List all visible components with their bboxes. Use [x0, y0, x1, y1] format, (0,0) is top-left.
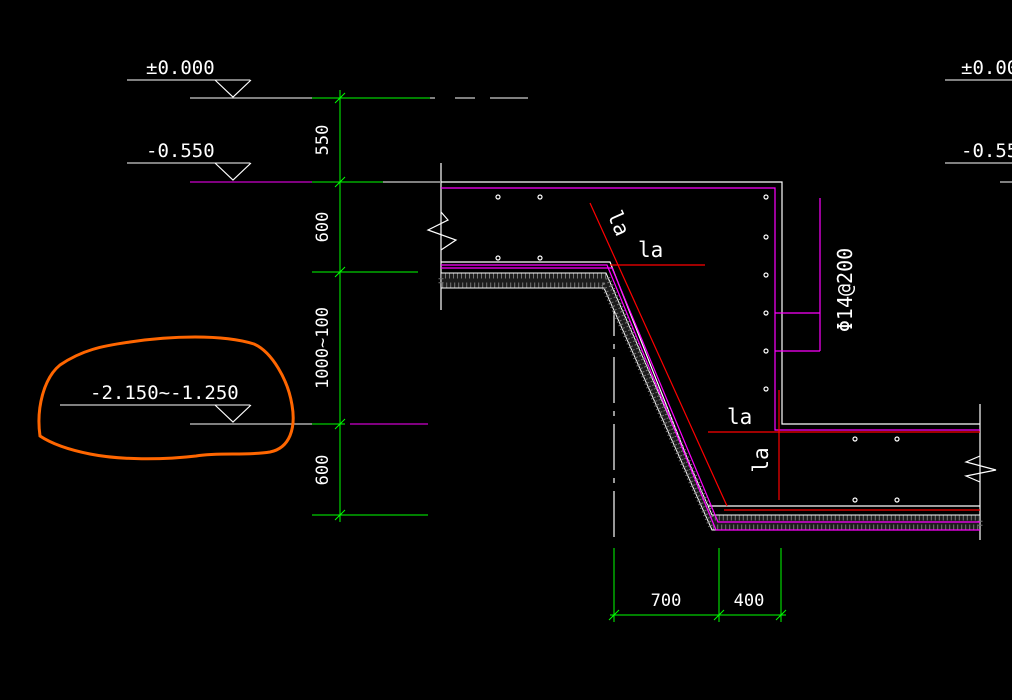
- rebar-dot: [537, 194, 543, 200]
- level-marker-right-second: -0.55: [945, 140, 1012, 183]
- rebar-dot: [763, 348, 769, 354]
- dimension-label-600-top: 600: [313, 212, 333, 243]
- stirrup-bars: [441, 187, 980, 531]
- rebar-dot: [495, 194, 501, 200]
- dimension-label-600-bottom: 600: [313, 455, 333, 486]
- anchorage-bars: [589, 202, 980, 511]
- dimension-label-1000-100: 1000~100: [313, 307, 333, 389]
- vertical-dimension-chain: [312, 90, 430, 522]
- rebar-dot: [763, 234, 769, 240]
- rebar-dot: [894, 436, 900, 442]
- rebar-dots: [495, 194, 900, 503]
- level-triangle-icon: [214, 162, 252, 181]
- level-triangle-icon: [214, 404, 252, 423]
- la-label-upper: la: [638, 238, 663, 262]
- highlight-circle: [37, 335, 295, 461]
- rebar-dot: [852, 497, 858, 503]
- horizontal-dimension-chain: [608, 548, 787, 622]
- dimension-label-700: 700: [651, 591, 682, 611]
- rebar-dot: [852, 436, 858, 442]
- rebar-dot: [894, 497, 900, 503]
- rebar-dot: [763, 310, 769, 316]
- concrete-outline: [440, 163, 981, 545]
- level-label-top: ±0.000: [146, 57, 215, 79]
- rebar-dot: [495, 255, 501, 261]
- la-label-lower: la: [727, 405, 752, 429]
- dimension-label-550: 550: [313, 125, 333, 156]
- rebar-callout-label: Φ14@200: [833, 248, 857, 332]
- level-label-right-top: ±0.00: [961, 57, 1012, 79]
- level-triangle-icon: [214, 79, 252, 98]
- la-label-vertical: la: [749, 447, 773, 472]
- level-label-bottom: -2.150~-1.250: [90, 382, 239, 404]
- rebar-dot: [537, 255, 543, 261]
- level-label-right-second: -0.55: [961, 140, 1012, 162]
- break-line-icon-left: [426, 211, 458, 251]
- level-label-second: -0.550: [146, 140, 215, 162]
- level-marker-right-top: ±0.00: [945, 57, 1012, 81]
- break-line-icon-right: [963, 455, 997, 483]
- rebar-dot: [763, 386, 769, 392]
- rebar-dot: [763, 194, 769, 200]
- rebar-dot: [763, 272, 769, 278]
- dimension-label-400: 400: [734, 591, 765, 611]
- level-marker-bottom: -2.150~-1.250: [60, 382, 428, 425]
